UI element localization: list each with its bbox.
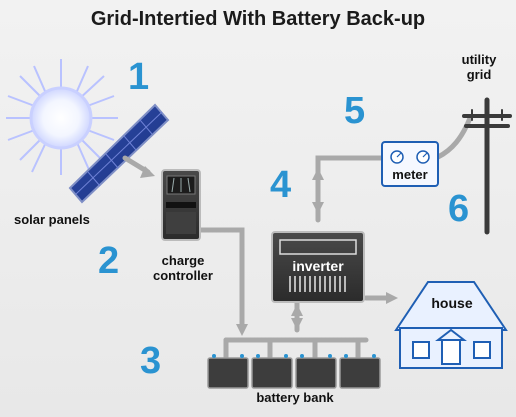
step-number-4: 4 — [270, 164, 292, 206]
step-number-5: 5 — [344, 90, 366, 132]
meter-icon — [381, 141, 439, 187]
inverter-label: inverter — [292, 258, 344, 274]
house-label: house — [431, 295, 473, 311]
step-number-6: 6 — [448, 188, 470, 230]
sun-icon — [6, 59, 118, 175]
battery-icon — [251, 354, 293, 389]
battery-icon — [207, 354, 249, 389]
utility-pole-icon — [462, 97, 512, 235]
wiring — [122, 115, 473, 363]
solar-panel-icon — [68, 103, 170, 204]
diagram-title: Grid-Intertied With Battery Back-up — [90, 8, 426, 30]
flow-arrows — [140, 166, 398, 336]
inverter-icon — [271, 231, 365, 303]
step-number-1: 1 — [128, 56, 150, 98]
charge-controller-label: charge controller — [153, 253, 213, 283]
house-icon — [394, 281, 508, 369]
battery-icon — [295, 354, 337, 389]
battery-bank — [207, 354, 381, 389]
step-number-2: 2 — [98, 240, 120, 282]
meter-label: meter — [392, 167, 428, 182]
step-number-3: 3 — [140, 340, 162, 382]
battery-bank-label: battery bank — [256, 390, 334, 405]
utility-grid-label: utility grid — [461, 52, 497, 82]
charge-controller-icon — [161, 169, 201, 241]
battery-icon — [339, 354, 381, 389]
solar-panels-label: solar panels — [14, 212, 90, 227]
